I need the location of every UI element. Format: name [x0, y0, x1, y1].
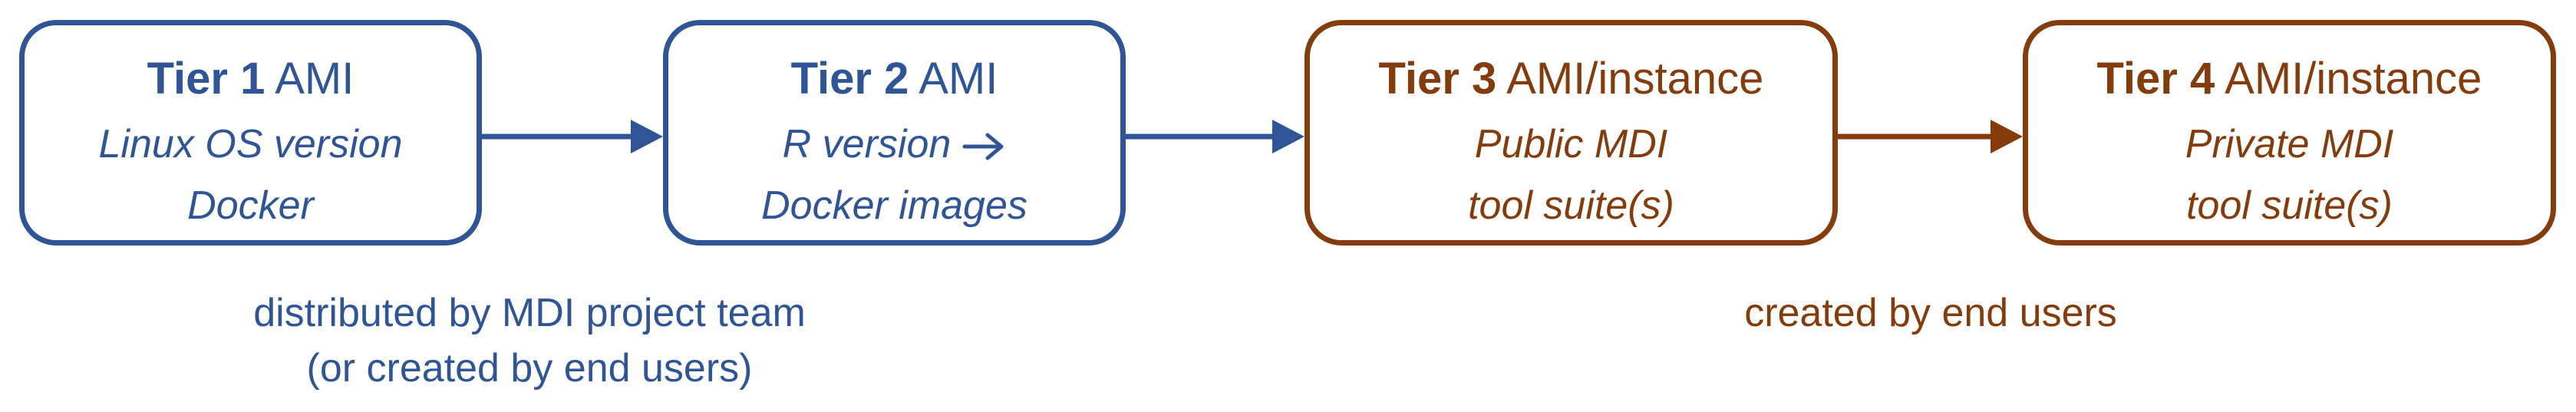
- tier4-label: Tier 4: [2096, 54, 2215, 104]
- caption-distribution: distributed by MDI project team (or crea…: [146, 285, 913, 396]
- tier4-title: Tier 4 AMI/instance: [2028, 50, 2551, 108]
- tier4-box: Tier 4 AMI/instance Private MDI tool sui…: [2023, 20, 2556, 246]
- tier4-line2: tool suite(s): [2186, 183, 2393, 228]
- caption-distribution-line1: distributed by MDI project team: [253, 291, 806, 335]
- right-arrow-icon: [962, 133, 1004, 160]
- tier2-line2: Docker images: [761, 183, 1027, 228]
- arrow-tier2-to-tier3: [1126, 120, 1304, 153]
- tier1-line2: Docker: [187, 183, 314, 228]
- tier3-label: Tier 3: [1378, 54, 1497, 104]
- tier2-line1: R version: [668, 117, 1120, 171]
- tier1-label: Tier 1: [147, 54, 266, 104]
- tier1-kind: AMI: [275, 54, 355, 104]
- tier1-title: Tier 1 AMI: [25, 50, 477, 108]
- tier2-line1-text: R version: [782, 122, 952, 166]
- tier1-box: Tier 1 AMI Linux OS version Docker: [19, 20, 482, 246]
- tier2-kind: AMI: [919, 54, 998, 104]
- tier4-line1: Private MDI: [2185, 122, 2394, 166]
- tier3-box: Tier 3 AMI/instance Public MDI tool suit…: [1304, 20, 1838, 246]
- caption-end-users: created by end users: [1744, 291, 2117, 335]
- tier2-label: Tier 2: [790, 54, 909, 104]
- tier3-kind: AMI/instance: [1506, 54, 1764, 104]
- arrow-tier1-to-tier2: [482, 120, 663, 153]
- arrow-tier3-to-tier4: [1838, 120, 2023, 153]
- caption-distribution-line2: (or created by end users): [306, 346, 753, 391]
- tier3-title: Tier 3 AMI/instance: [1310, 50, 1832, 108]
- tier3-line1: Public MDI: [1474, 122, 1668, 166]
- tier3-line2: tool suite(s): [1468, 183, 1674, 228]
- tier2-box: Tier 2 AMI R version Docker images: [663, 20, 1126, 246]
- tier2-title: Tier 2 AMI: [668, 50, 1120, 108]
- tier1-line1: Linux OS version: [98, 122, 403, 166]
- tier4-kind: AMI/instance: [2225, 54, 2482, 104]
